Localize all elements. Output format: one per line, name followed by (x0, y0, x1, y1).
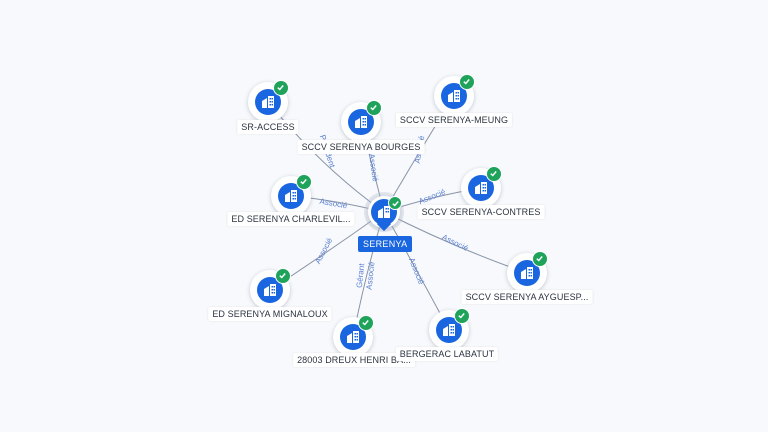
center-node-pin[interactable] (371, 199, 397, 225)
verified-check-icon (459, 74, 475, 90)
verified-check-icon (532, 251, 548, 267)
entity-node-label[interactable]: ED SERENYA CHARLEVIL... (227, 212, 355, 226)
building-icon (262, 96, 274, 108)
node-disc (340, 324, 366, 350)
edge-label: Gérant (355, 262, 367, 288)
entity-node-sccv-serenya-bourges[interactable] (341, 100, 382, 142)
verified-check-icon (454, 308, 470, 324)
building-icon (475, 182, 487, 194)
verified-check-icon (486, 166, 502, 182)
verified-check-icon (296, 174, 312, 190)
entity-node-label[interactable]: ED SERENYA MIGNALOUX (208, 307, 332, 321)
verified-check-icon (275, 268, 291, 284)
building-icon (347, 331, 359, 343)
center-node-label[interactable]: SERENYA (358, 236, 413, 252)
entity-node-sr-access[interactable] (248, 80, 289, 122)
building-icon (443, 324, 455, 336)
entity-node-label[interactable]: SCCV SERENYA BOURGES (297, 140, 425, 154)
building-icon (378, 206, 390, 218)
entity-node-ed-serenya-mignaloux[interactable] (250, 268, 291, 310)
entity-node-sccv-serenya-contres[interactable] (461, 166, 502, 208)
building-icon (285, 190, 297, 202)
building-icon (264, 284, 276, 296)
entity-node-label[interactable]: SR-ACCESS (237, 120, 299, 134)
entity-node-label[interactable]: BERGERAC LABATUT (395, 347, 499, 361)
building-icon (355, 116, 367, 128)
edge-label: Associé (417, 187, 447, 206)
edge-label: Associé (365, 261, 377, 290)
edge-label: Associé (407, 256, 426, 286)
entity-node-bergerac-labatut[interactable] (429, 308, 470, 350)
entity-node-sccv-serenya-ayguesp[interactable] (507, 251, 548, 293)
entity-node-ed-serenya-charlevil[interactable] (271, 174, 312, 216)
entity-node-label[interactable]: 28003 DREUX HENRI BA... (293, 353, 415, 367)
verified-check-icon (273, 80, 289, 96)
node-disc (441, 83, 467, 109)
node-disc (255, 89, 281, 115)
building-icon (521, 267, 533, 279)
entity-node-sccv-serenya-meung[interactable] (434, 74, 475, 116)
entity-node-label[interactable]: SCCV SERENYA-MEUNG (395, 113, 513, 127)
entity-node-28003-dreux-henri-ba[interactable] (333, 315, 374, 357)
edge-label: Associé (441, 233, 471, 254)
edge-label: Associé (367, 153, 380, 183)
edge-label: Associé (319, 197, 349, 211)
entity-node-label[interactable]: SCCV SERENYA-CONTRES (417, 205, 545, 219)
entity-node-label[interactable]: SCCV SERENYA AYGUESP... (461, 290, 593, 304)
building-icon (448, 90, 460, 102)
verified-check-icon (388, 196, 402, 210)
edge-label: Associé (313, 236, 334, 265)
verified-check-icon (366, 100, 382, 116)
verified-check-icon (358, 315, 374, 331)
